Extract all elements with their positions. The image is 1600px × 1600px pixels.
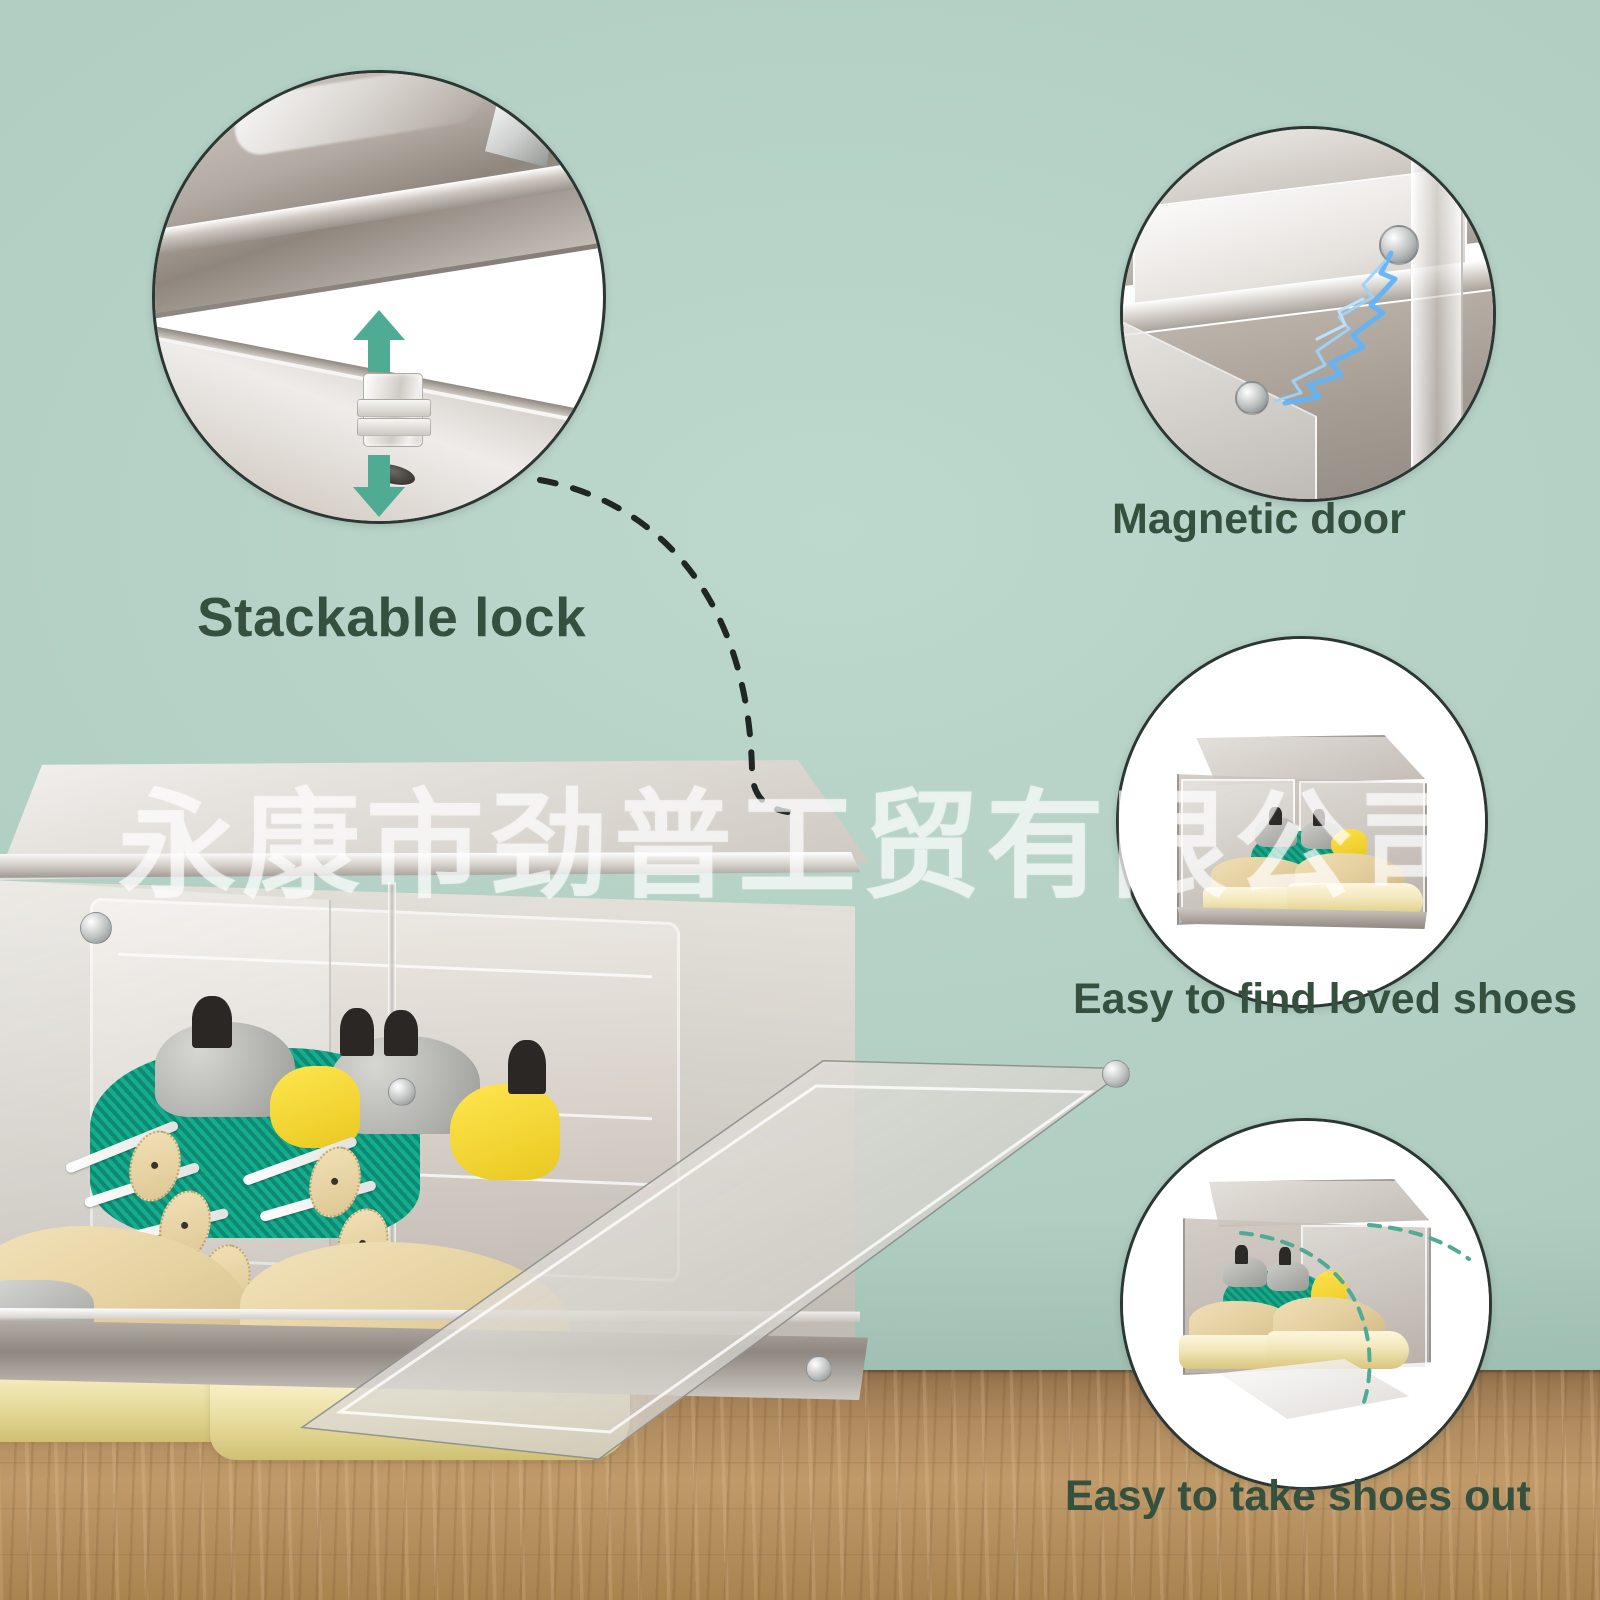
mini-box-base	[1177, 907, 1427, 929]
door-bottom-pin	[806, 1356, 832, 1382]
door-swing-arc-icon	[1239, 1223, 1471, 1407]
lightning-arc-icon	[1273, 250, 1398, 406]
sneaker-pull-tab-rear	[192, 996, 232, 1048]
sneaker-yellow-accent-1	[270, 1066, 360, 1148]
caption-easy-to-take-out: Easy to take shoes out	[1065, 1472, 1531, 1520]
callout-magnetic-door	[1120, 126, 1496, 502]
magnet-dot-icon	[1235, 381, 1269, 415]
box-lid-edge	[0, 852, 860, 878]
caption-easy-to-find: Easy to find loved shoes	[1073, 975, 1578, 1023]
sneaker-pull-tab-c	[508, 1040, 546, 1094]
mini-sneaker-tab	[1279, 1247, 1291, 1265]
callout-easy-to-take-out	[1120, 1118, 1492, 1490]
caption-stackable-lock: Stackable lock	[197, 586, 587, 648]
callout-leader-line	[537, 477, 791, 815]
mini-sneaker-tab	[1313, 809, 1325, 826]
mini-sneaker-tab	[1269, 807, 1282, 825]
arrow-up-icon	[353, 310, 405, 372]
mini-sneaker-heel	[1267, 1261, 1309, 1291]
door-magnet-knob	[388, 1078, 416, 1106]
sneaker-pull-tab-b	[384, 1010, 418, 1056]
sneaker-pull-tab-a	[340, 1008, 374, 1056]
mini-sneaker-tab	[1235, 1245, 1248, 1264]
connector-pin-icon	[357, 373, 431, 447]
caption-magnetic-door: Magnetic door	[1112, 495, 1406, 543]
sneaker-yellow-accent-2	[450, 1084, 560, 1180]
callout-easy-to-find	[1116, 636, 1488, 1008]
door-hinge-knob	[80, 912, 112, 944]
box-right-glass-panel	[1411, 159, 1463, 489]
opened-door-outline	[300, 1060, 1130, 1460]
hero-shoe-box	[0, 760, 1190, 1520]
callout-stackable-lock	[152, 70, 606, 524]
door-corner-pin	[1102, 1060, 1130, 1088]
arrow-down-icon	[353, 455, 405, 517]
